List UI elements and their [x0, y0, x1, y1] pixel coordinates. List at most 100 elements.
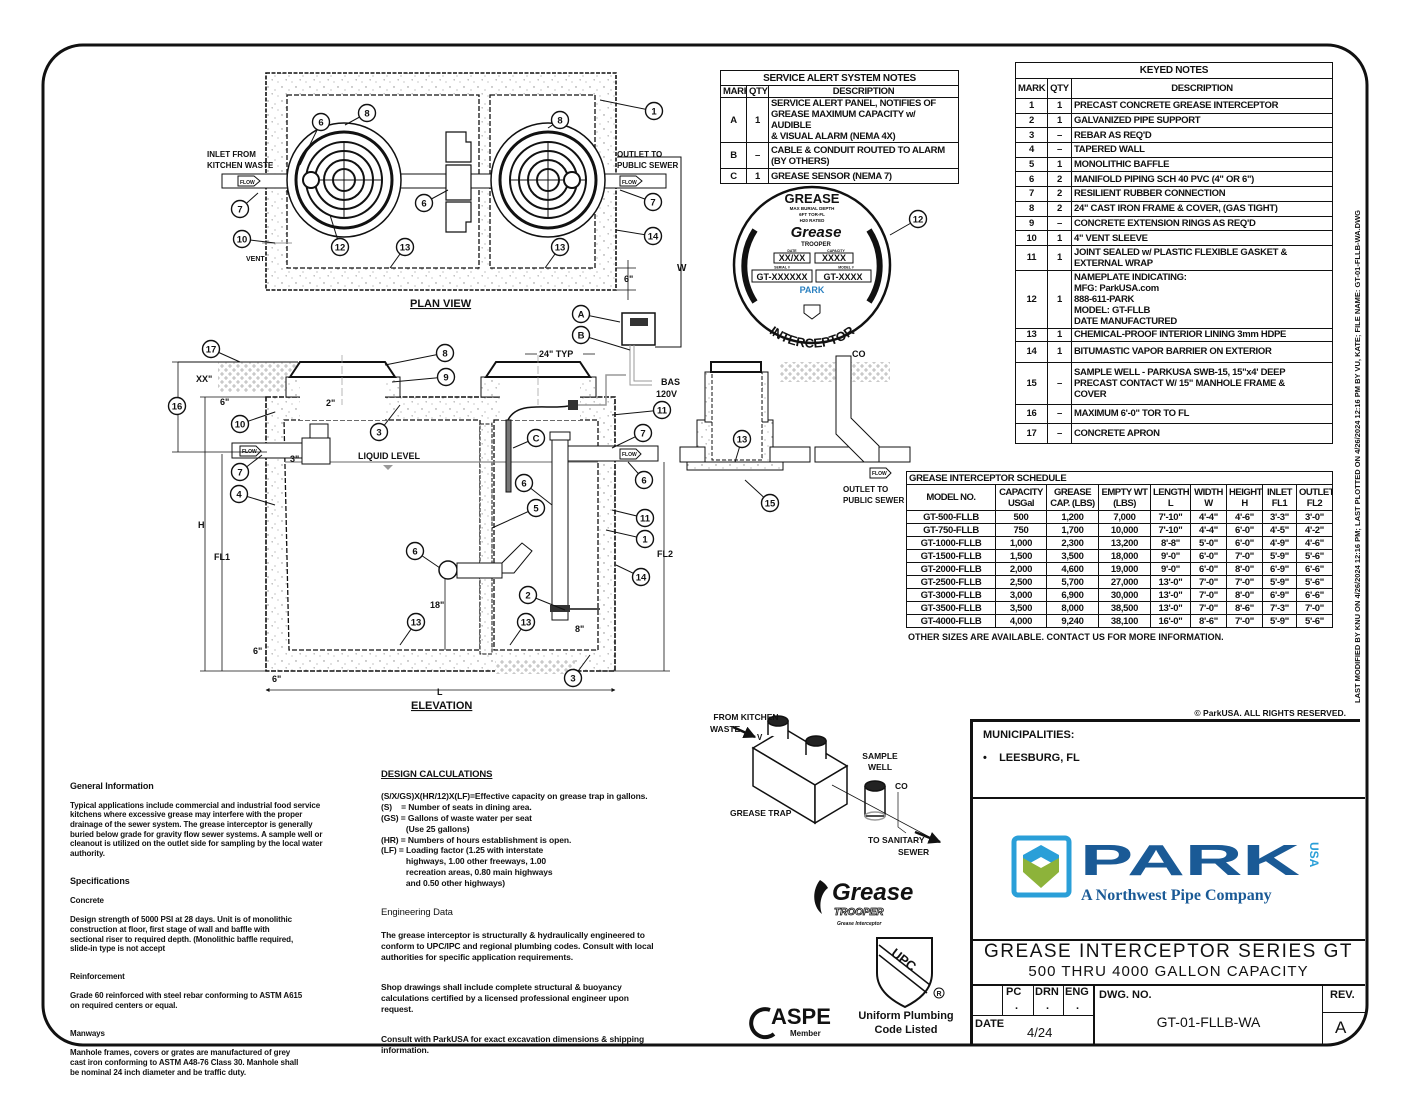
general-information-text: Typical applications include commercial … [70, 800, 323, 858]
schedule-cell: GT-3000-FLLB [906, 588, 996, 602]
callout-bubble [563, 668, 583, 688]
row-mark: 1 [1015, 98, 1048, 114]
svg-text:6": 6" [253, 646, 262, 656]
nameplate: GREASE MAX BURIAL DEPTH 6FT TOR-FL H20 R… [732, 185, 892, 351]
row-description: GREASE SENSOR (NEMA 7) [768, 168, 959, 184]
row-description: MONOLITHIC BAFFLE [1071, 156, 1333, 173]
date-value: 4/24 [1027, 1025, 1053, 1040]
svg-text:LIQUID LEVEL: LIQUID LEVEL [358, 451, 421, 461]
schedule-cell: 5,700 [1046, 575, 1099, 589]
callout-bubble [631, 567, 651, 587]
header-description: DESCRIPTION [1071, 78, 1333, 99]
grease-trooper-logo: Grease TROOPER Grease Interceptor [814, 879, 913, 927]
callout-number: 2 [525, 591, 530, 602]
schedule-cell: 9,240 [1046, 614, 1099, 628]
svg-text:L: L [437, 687, 443, 697]
schedule-cell: 1,200 [1046, 510, 1099, 524]
column-header: GREASE CAP. (LBS) [1046, 484, 1099, 511]
callout-bubble [634, 470, 654, 490]
row-qty: 1 [1047, 230, 1072, 246]
schedule-cell: 1,700 [1046, 523, 1099, 537]
schedule-cell: 7'-0" [1190, 601, 1227, 615]
callout-number: 11 [657, 406, 668, 417]
callout-bubble [635, 508, 655, 528]
schedule-cell: 6'-0" [1190, 549, 1227, 563]
callout-bubble [395, 237, 415, 257]
svg-text:FLOW: FLOW [240, 180, 255, 186]
row-mark: 2 [1015, 112, 1048, 129]
schedule-cell: 8'-6" [1190, 614, 1227, 628]
manhole-cover-left [286, 122, 402, 238]
schedule-cell: 1,500 [995, 549, 1047, 563]
schedule-cell: 7'-0" [1226, 614, 1263, 628]
callout-number: A [578, 310, 585, 321]
svg-text:KITCHEN WASTE: KITCHEN WASTE [207, 161, 274, 170]
column-header: INLET FL1 [1262, 484, 1297, 511]
schedule-cell: 1,000 [995, 536, 1047, 550]
manhole-cover-right [490, 122, 606, 238]
callout-number: 8 [557, 116, 562, 127]
row-description: PRECAST CONCRETE GREASE INTERCEPTOR [1071, 98, 1333, 114]
svg-text:18": 18" [430, 600, 444, 610]
svg-text:CO: CO [895, 781, 908, 791]
schedule-cell: 8'-0" [1226, 562, 1263, 576]
callout-bubble [908, 209, 928, 229]
callout-number: 10 [237, 235, 248, 246]
schedule-cell: 2,500 [995, 575, 1047, 589]
schedule-cell: 4'-9" [1262, 536, 1297, 550]
schedule-cell: 5'-9" [1262, 614, 1297, 628]
row-description: REBAR AS REQ'D [1071, 127, 1333, 144]
svg-text:Code Listed: Code Listed [875, 1024, 938, 1036]
callout-bubble [518, 585, 538, 605]
row-description: RESILIENT RUBBER CONNECTION [1071, 186, 1333, 202]
callout-number: 5 [533, 504, 539, 515]
dwg-no-label: DWG. NO. [1099, 989, 1152, 1001]
callout-number: C [533, 434, 540, 445]
design-calculations-text: (S/X/GS)X(HR/12)X(LF)=Effective capacity… [381, 791, 648, 888]
callout-bubble [405, 541, 425, 561]
callout-bubble [167, 396, 187, 416]
row-mark: 12 [1015, 269, 1048, 329]
reinforcement-text: Grade 60 reinforced with steel rebar con… [70, 991, 303, 1011]
svg-text:GREASE: GREASE [785, 191, 840, 206]
rev-value: A [1335, 1018, 1347, 1037]
svg-text:6FT TOR-FL: 6FT TOR-FL [799, 212, 825, 217]
row-description: CONCRETE APRON [1071, 422, 1333, 444]
row-qty: 2 [1047, 171, 1072, 188]
municipality-name: LEESBURG, FL [999, 752, 1080, 764]
svg-text:Grease: Grease [832, 879, 913, 906]
schedule-cell: 2,000 [995, 562, 1047, 576]
schedule-cell: 5'-9" [1262, 575, 1297, 589]
callout-bubble [230, 414, 250, 434]
svg-text:SAMPLE: SAMPLE [862, 751, 898, 761]
row-mark: 13 [1015, 327, 1048, 342]
schedule-cell: 7'-0" [1226, 575, 1263, 589]
svg-text:WASTE: WASTE [710, 724, 741, 734]
schedule-cell: GT-1500-FLLB [906, 549, 996, 563]
schedule-cell: 8'-8" [1150, 536, 1191, 550]
svg-text:24" TYP: 24" TYP [539, 349, 573, 359]
callout-number: B [578, 331, 585, 342]
schedule-cell: 5'-6" [1296, 575, 1333, 589]
municipality-item: • LEESBURG, FL [983, 752, 1080, 764]
schedule-cell: 3'-0" [1296, 510, 1333, 524]
callout-bubble [369, 422, 389, 442]
callout-bubble [760, 493, 780, 513]
svg-text:Uniform Plumbing: Uniform Plumbing [858, 1010, 953, 1022]
schedule-cell: GT-2500-FLLB [906, 575, 996, 589]
row-qty: 1 [1047, 156, 1072, 173]
callout-number: 6 [318, 118, 323, 129]
schedule-cell: 7'-10" [1150, 510, 1191, 524]
schedule-cell: 3'-3" [1262, 510, 1297, 524]
header-qty: QTY [1047, 78, 1072, 99]
row-mark: 8 [1015, 200, 1048, 217]
row-description: SAMPLE WELL - PARKUSA SWB-15, 15"x4' DEE… [1071, 361, 1333, 405]
callout-number: 4 [236, 490, 242, 501]
callout-bubble [311, 112, 331, 132]
callout-number: 13 [521, 618, 532, 629]
column-header: HEIGHT H [1226, 484, 1263, 511]
